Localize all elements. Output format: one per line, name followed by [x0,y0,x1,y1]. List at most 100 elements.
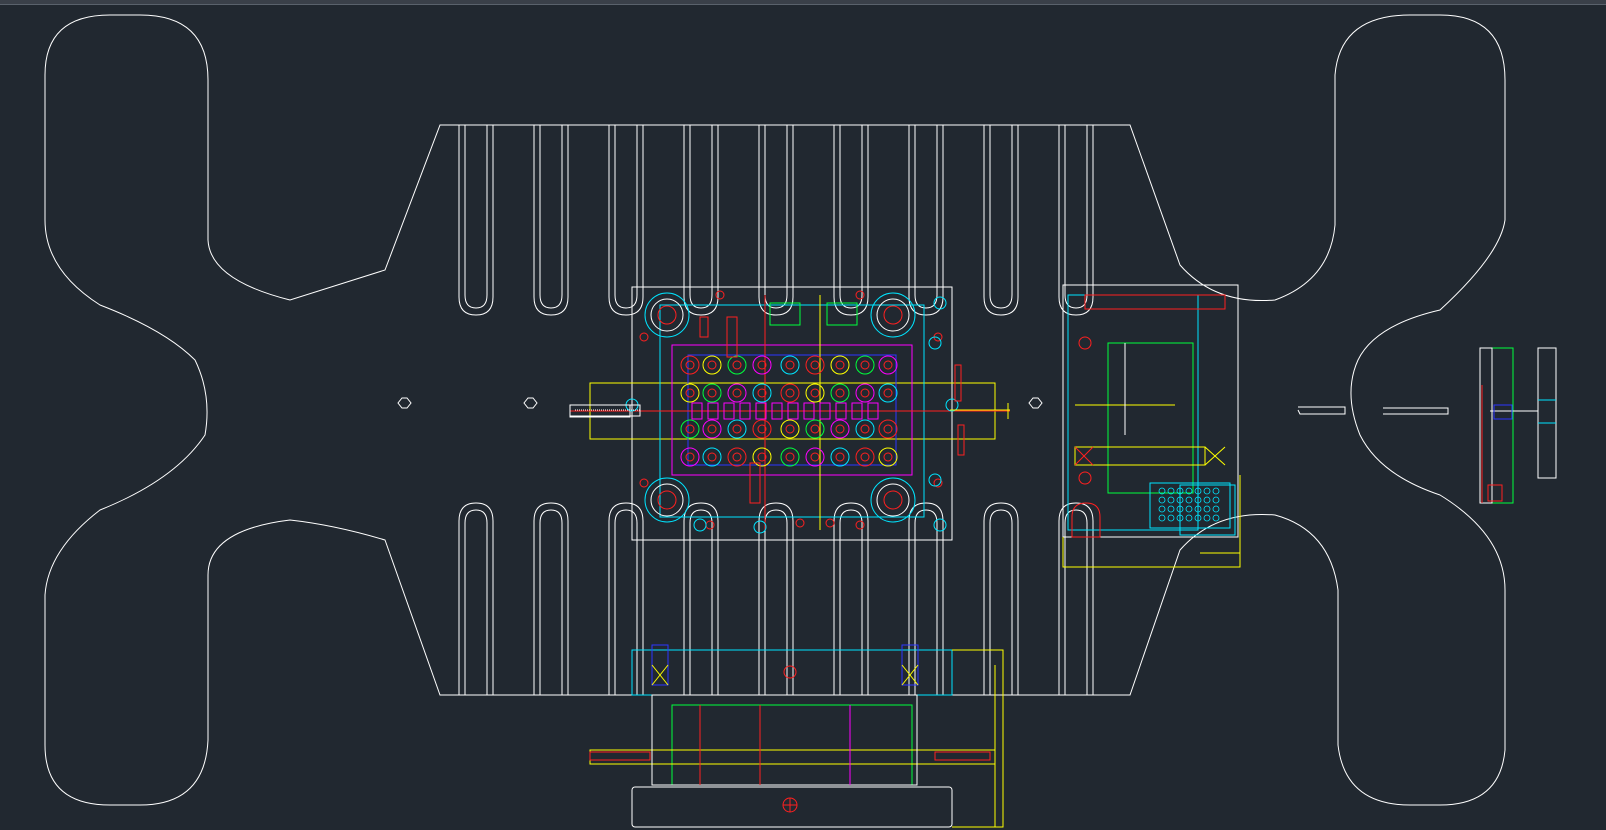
cavity-circle [805,447,825,467]
cavity-core [732,388,742,398]
platen-outline [44,14,1506,806]
cylinder-part [699,316,709,338]
cooling-port [933,518,947,532]
cavity-circle [805,355,825,375]
bottom-slot [464,509,488,695]
cooling-port [928,473,942,487]
cavity-core [810,424,820,434]
cavity-circle [830,447,850,467]
platen-slots [458,125,1094,695]
bottom-slot [989,509,1013,695]
ejector-pin [1203,514,1211,522]
top-slot [1064,125,1088,309]
cavity-circle [780,419,800,439]
runner-block [819,402,831,420]
cavity-circle [752,447,772,467]
ejector-pin [1194,505,1202,513]
bottom-slot-outer [908,502,944,695]
runner-block [739,402,751,420]
cavity-circle [702,419,722,439]
top-slot [464,125,488,309]
guide-pillar-circle [870,477,916,523]
runner-block [851,402,863,420]
runner-block [835,402,847,420]
cavity-core [707,424,717,434]
bottom-slot-outer [683,502,719,695]
ejector-pin [1176,487,1184,495]
cavity-core [707,388,717,398]
screw-hole [705,520,715,530]
cooling-port [693,518,707,532]
injection-nozzle [569,403,1010,419]
guide-pillar-bore [657,490,677,510]
cavity-circle [855,419,875,439]
screw-hole [855,290,865,300]
cavity-core [860,424,870,434]
ejector-pin [1185,487,1193,495]
ejector-pin [1212,514,1220,522]
top-slot-outer [833,125,869,316]
runner-block [787,402,799,420]
runner-block [755,402,767,420]
cavity-circle [855,447,875,467]
cavity-circle [855,355,875,375]
guide-pillar-circle [644,477,690,523]
cavity-core [883,388,893,398]
cavity-circle [680,383,700,403]
cavity-circle [752,355,772,375]
guide-pillar-inner [876,298,910,332]
ejector-pin [1167,496,1175,504]
cavity-core [810,360,820,370]
bottom-slot-outer [533,502,569,695]
cavity-core [835,360,845,370]
guide-pillar-circle [644,292,690,338]
top-slot-outer [1058,125,1094,316]
cavity-core [835,424,845,434]
bottom-slot-outer [983,502,1019,695]
bottom-slot-outer [458,502,494,695]
bottom-slot [839,509,863,695]
cavity-circle [878,355,898,375]
cavity-core [785,388,795,398]
cavity-circle [680,355,700,375]
bottom-slot-outer [1058,502,1094,695]
nozzle-detail-view [1297,347,1557,504]
cavity-circle [878,383,898,403]
guide-pillar-circle [870,292,916,338]
runner-block [771,402,783,420]
mold-side-view [1062,284,1241,568]
cavity-core [785,452,795,462]
left-upper-lobe [44,14,1506,806]
cavity-core [883,424,893,434]
ejector-pin [1185,514,1193,522]
cylinder-part [954,364,962,402]
ejector-pin [1158,496,1166,504]
cavity-circle [805,419,825,439]
top-slot [839,125,863,309]
cavity-core [732,452,742,462]
ejector-pin [1185,505,1193,513]
guide-pillar-bore [883,305,903,325]
cooling-port [933,296,947,310]
cavity-core [860,360,870,370]
top-slot [914,125,938,309]
screw-hole [795,518,805,528]
guide-pillar-inner [876,483,910,517]
cavity-core [785,424,795,434]
cavity-core [757,388,767,398]
bottom-slot-outer [758,502,794,695]
cylinder-part [726,316,738,358]
top-slot [989,125,1013,309]
runner-block [723,402,735,420]
drawing-canvas[interactable] [0,5,1606,830]
mold-section-bottom [589,644,1004,828]
guide-pillar-inner [650,298,684,332]
ejector-pin [1212,505,1220,513]
bottom-slot [539,509,563,695]
cavity-core [883,452,893,462]
ejector-pin [1158,514,1166,522]
top-slot [614,125,638,309]
ejector-pin [1167,487,1175,495]
screw-hole [639,332,649,342]
